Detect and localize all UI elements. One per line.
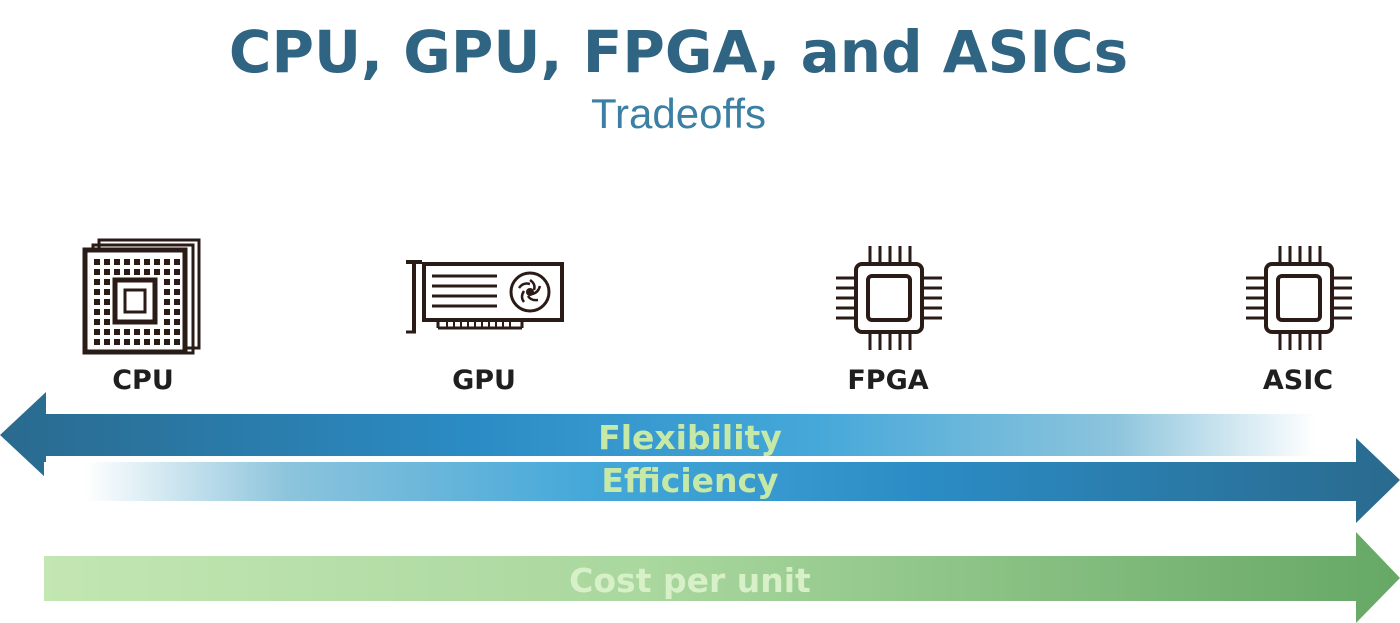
cpu-label: CPU bbox=[112, 365, 174, 396]
cpu-icon bbox=[70, 232, 210, 357]
page-title: CPU, GPU, FPGA, and ASICs bbox=[228, 18, 1129, 86]
cost-label: Cost per unit bbox=[569, 561, 811, 600]
fpga-label: FPGA bbox=[847, 365, 929, 396]
asic-label: ASIC bbox=[1262, 365, 1334, 396]
tradeoff-arrows bbox=[0, 392, 1400, 623]
flexibility-arrow bbox=[0, 392, 1357, 478]
fpga-chip-icon bbox=[818, 242, 958, 354]
flexibility-label: Flexibility bbox=[598, 418, 782, 457]
cost-arrow bbox=[44, 532, 1400, 623]
asic-chip-icon bbox=[1228, 242, 1368, 354]
gpu-card-icon bbox=[402, 252, 572, 342]
efficiency-label: Efficiency bbox=[601, 461, 779, 500]
gpu-label: GPU bbox=[452, 365, 516, 396]
efficiency-arrow bbox=[44, 438, 1400, 523]
page-subtitle: Tradeoffs bbox=[590, 90, 767, 137]
